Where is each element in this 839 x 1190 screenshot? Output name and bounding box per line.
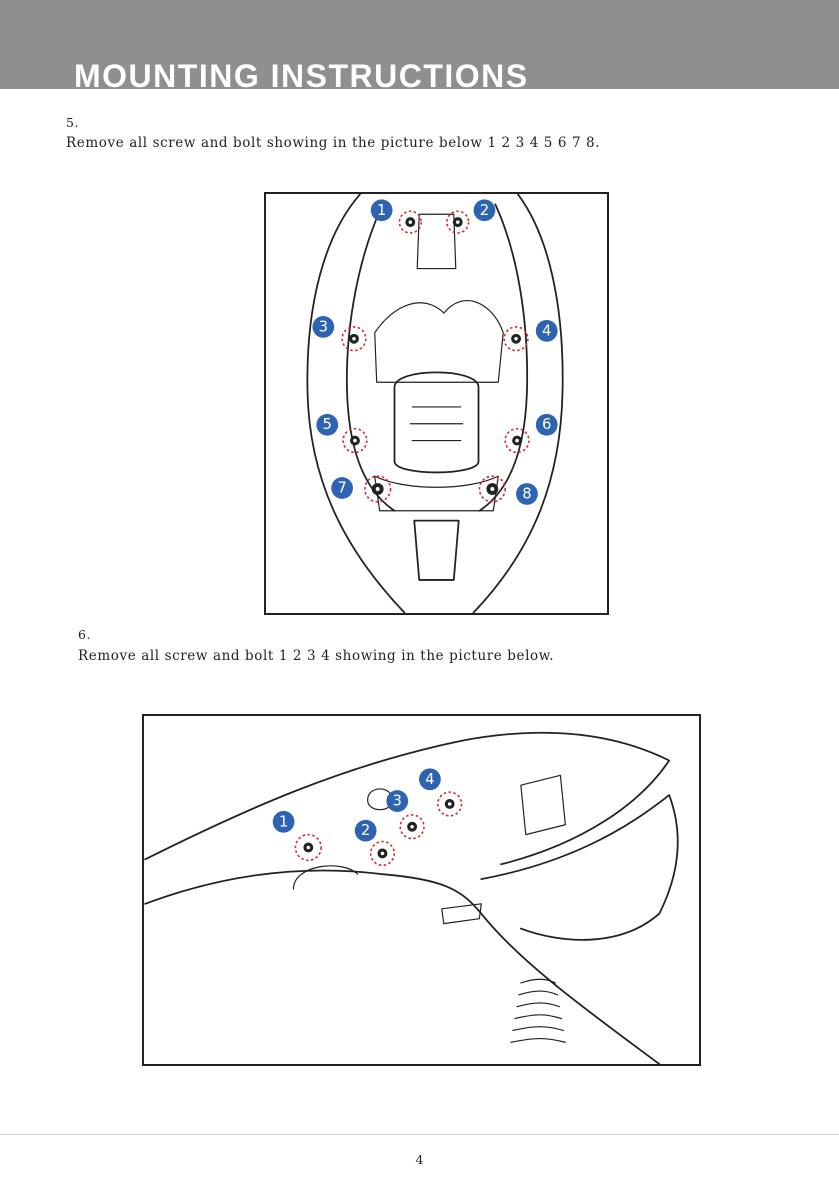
svg-text:7: 7 [337, 480, 346, 497]
scooter-top-view-drawing: 1 2 3 4 5 6 7 8 [306, 194, 564, 613]
footer-divider [0, 1134, 839, 1135]
svg-text:6: 6 [542, 416, 551, 433]
seat-frame-right [478, 203, 529, 512]
step-5-number: 5. [66, 115, 79, 130]
body-outline-left [306, 194, 406, 613]
svg-text:5: 5 [323, 416, 332, 433]
marker-6: 6 [535, 413, 558, 436]
bolt-5 [342, 427, 368, 454]
storage-compartment [393, 371, 480, 474]
svg-text:1: 1 [279, 813, 288, 830]
seat-removal-top-view-illustration: 1 2 3 4 5 6 7 8 [264, 192, 609, 615]
marker-2: 2 [473, 199, 496, 222]
body-panel-lower [144, 869, 661, 1064]
svg-text:8: 8 [522, 485, 531, 502]
marker-3: 3 [386, 790, 409, 812]
bolt-3 [399, 814, 425, 840]
step-6-instruction: Remove all screw and bolt 1 2 3 4 showin… [78, 648, 555, 664]
marker-3: 3 [312, 316, 335, 338]
svg-text:4: 4 [425, 771, 434, 788]
tail-light [413, 519, 460, 581]
bolt-2 [446, 210, 470, 234]
marker-4: 4 [419, 768, 441, 791]
svg-text:4: 4 [542, 322, 551, 339]
scooter-side-view-drawing: 1 2 3 4 [144, 731, 679, 1064]
step-5-instruction: Remove all screw and bolt showing in the… [66, 135, 601, 151]
step-6-number: 6. [78, 627, 91, 642]
marker-8: 8 [516, 483, 538, 505]
marker-7: 7 [331, 477, 353, 499]
page-number: 4 [415, 1152, 424, 1167]
bolt-6 [504, 427, 530, 454]
marker-4: 4 [535, 319, 558, 342]
bolt-1 [398, 210, 422, 234]
marker-5: 5 [316, 413, 339, 436]
marker-1: 1 [370, 199, 393, 222]
bolt-7 [364, 475, 392, 503]
svg-text:3: 3 [393, 793, 402, 810]
bolt-4 [437, 791, 463, 817]
side-cover [480, 794, 679, 941]
marker-1: 1 [272, 810, 295, 833]
shock-spring [510, 978, 566, 1043]
seat-frame-left [345, 203, 396, 512]
header-band: MOUNTING INSTRUCTIONS [0, 0, 839, 89]
seat-removal-side-view-illustration: 1 2 3 4 [142, 714, 701, 1066]
svg-text:2: 2 [480, 202, 489, 219]
bolt-3 [341, 326, 367, 352]
page-title: MOUNTING INSTRUCTIONS [74, 58, 529, 89]
marker-2: 2 [354, 819, 377, 842]
seat-pan-outline [144, 731, 671, 866]
svg-text:3: 3 [319, 318, 328, 335]
bolt-1 [294, 833, 322, 862]
body-outline-right [472, 194, 564, 613]
bolt-8 [478, 475, 506, 503]
svg-text:2: 2 [361, 822, 370, 839]
svg-text:1: 1 [377, 202, 386, 219]
bolt-4 [503, 326, 529, 352]
bolt-2 [369, 840, 396, 867]
